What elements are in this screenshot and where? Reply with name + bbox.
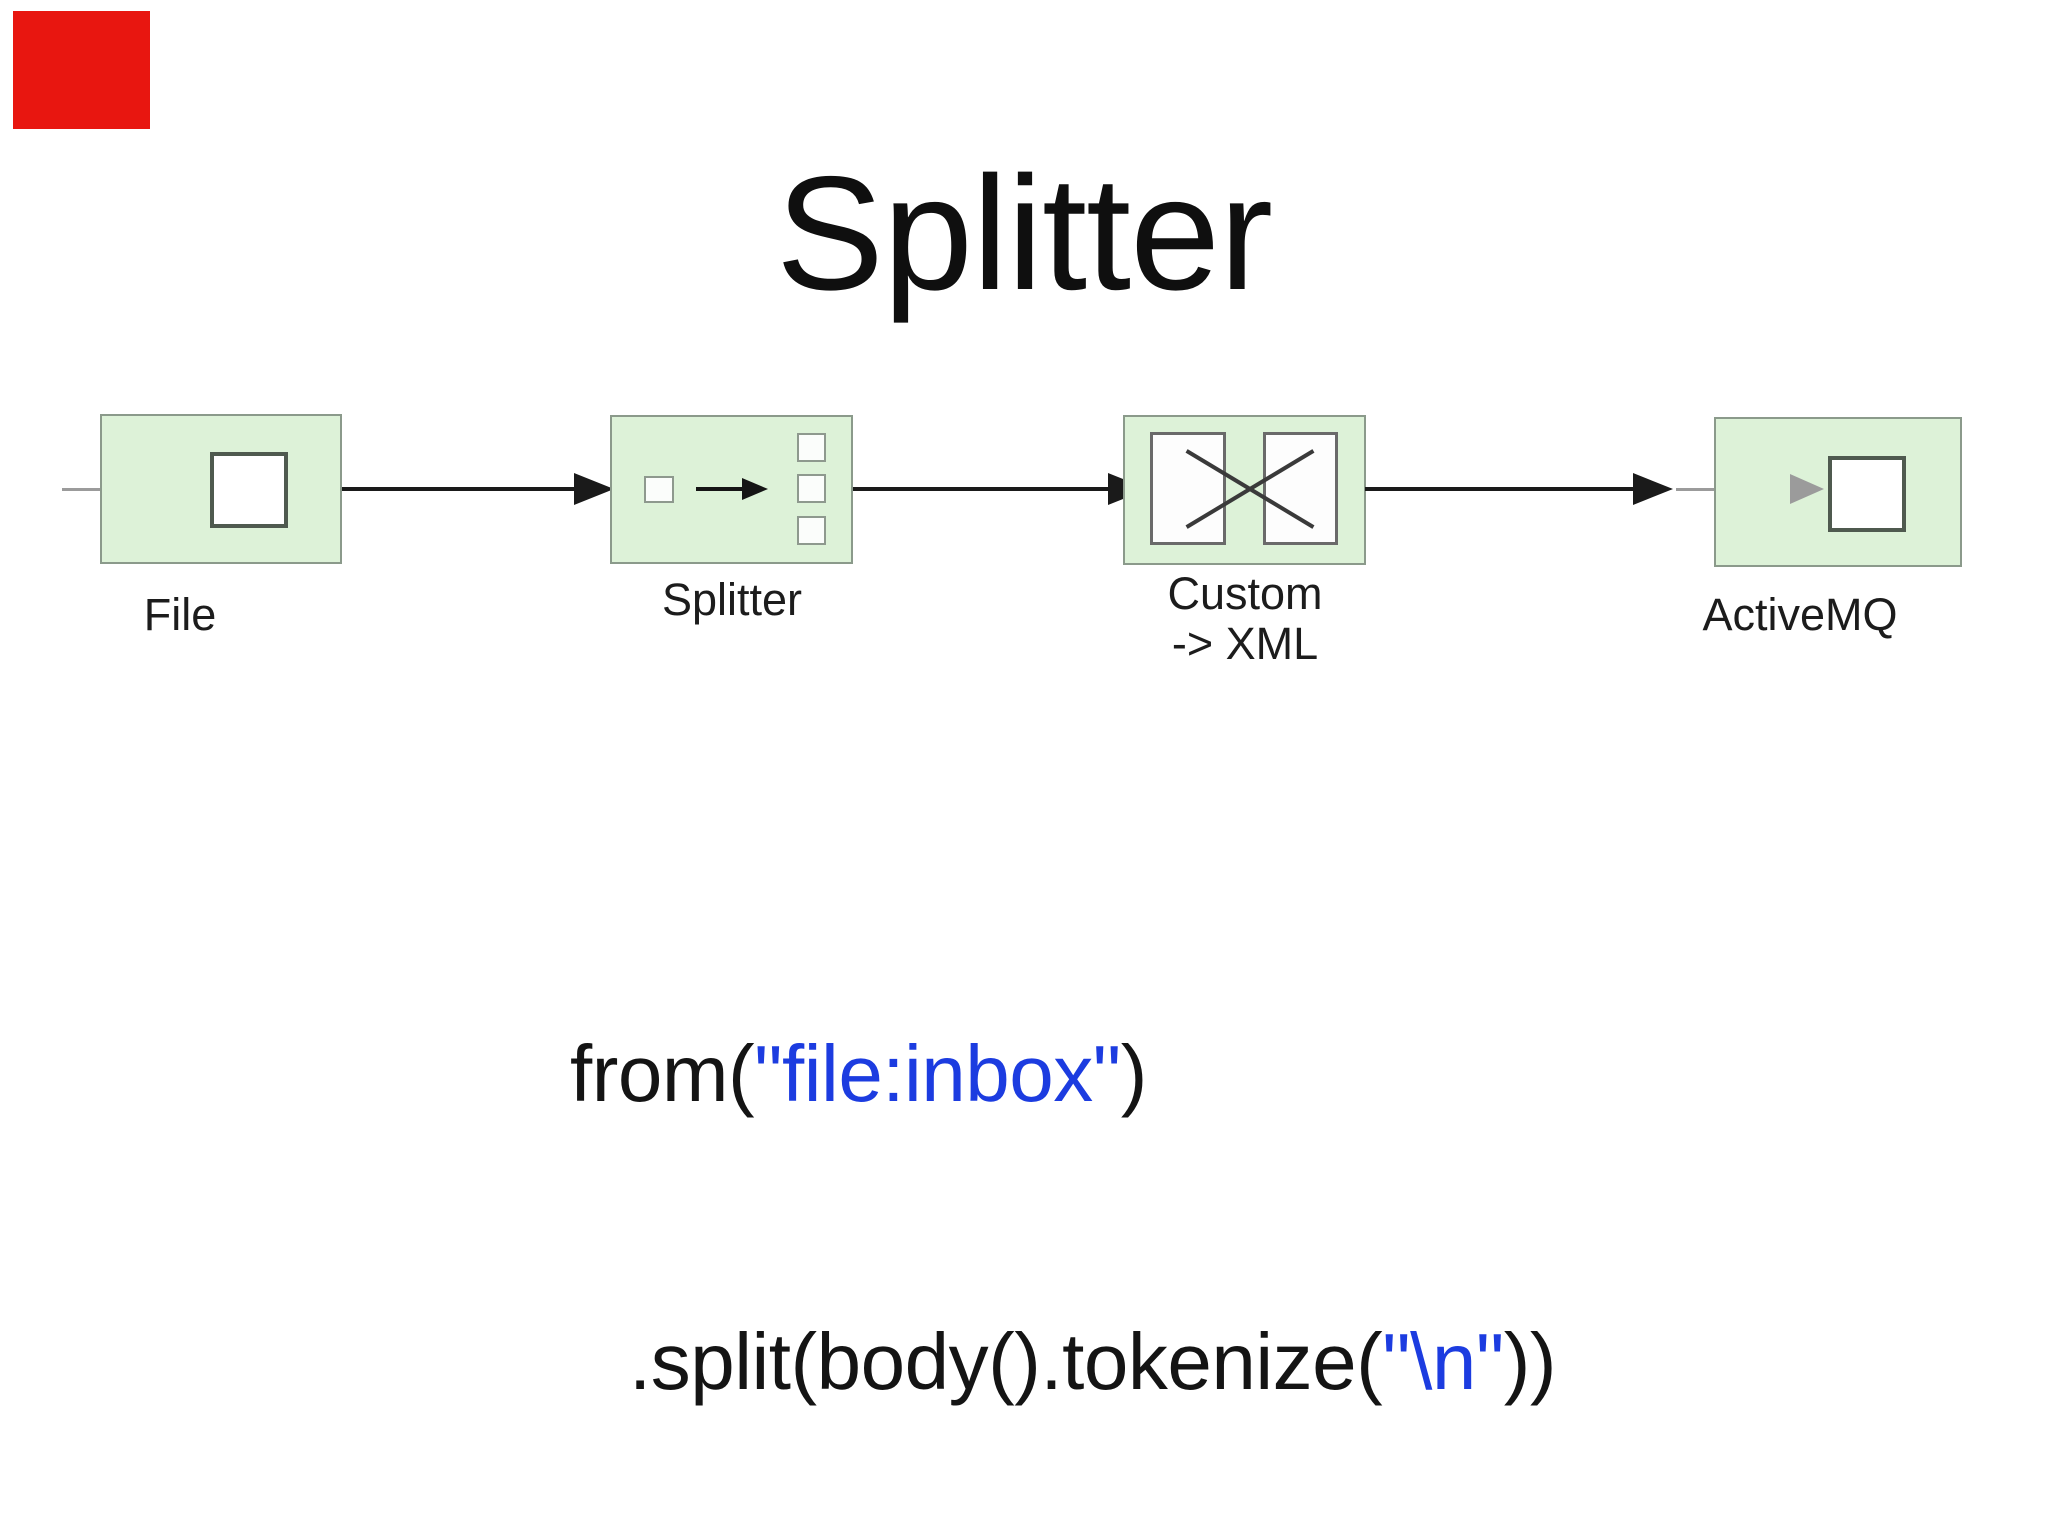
- red-marker: [13, 11, 150, 129]
- code-line-2: .split(body().tokenize("\n")): [570, 1314, 1557, 1410]
- code-block: from("file:inbox") .split(body().tokeniz…: [570, 834, 1557, 1536]
- splitter-output-square-icon: [797, 516, 826, 545]
- code-string-literal: "file:inbox": [754, 1029, 1121, 1118]
- code-text: from(: [570, 1029, 755, 1118]
- activemq-node-label: ActiveMQ: [1702, 589, 1898, 640]
- activemq-endpoint-arrowhead-icon: [1790, 474, 1824, 504]
- page-title: Splitter: [775, 143, 1273, 324]
- connector-file-splitter-arrowhead-icon: [574, 473, 614, 505]
- connector-file-splitter-line: [342, 487, 574, 491]
- code-text: )): [1503, 1317, 1557, 1406]
- custom-label-line2: -> XML: [1171, 618, 1319, 669]
- splitter-output-square-icon: [797, 433, 826, 462]
- connector-custom-activemq-arrowhead-icon: [1633, 473, 1673, 505]
- code-text: .split(body().tokenize(: [629, 1317, 1383, 1406]
- splitter-input-square-icon: [644, 476, 674, 503]
- activemq-message-square-icon: [1828, 456, 1906, 532]
- file-message-square-icon: [210, 452, 288, 528]
- custom-xml-node-label: Custom-> XML: [1124, 569, 1366, 669]
- code-text: ): [1120, 1029, 1148, 1118]
- file-node-label: File: [143, 589, 217, 640]
- connector-splitter-custom-line: [853, 487, 1108, 491]
- splitter-output-square-icon: [797, 474, 826, 503]
- splitter-arrow-icon: [696, 487, 742, 491]
- custom-right-pane-icon: [1263, 432, 1338, 545]
- splitter-node-label: Splitter: [661, 574, 803, 625]
- code-string-literal: "\n": [1382, 1317, 1504, 1406]
- splitter-arrowhead-icon: [742, 478, 768, 500]
- connector-custom-activemq-line: [1365, 487, 1633, 491]
- code-line-1: from("file:inbox"): [570, 1026, 1556, 1122]
- custom-label-line1: Custom: [1167, 568, 1323, 619]
